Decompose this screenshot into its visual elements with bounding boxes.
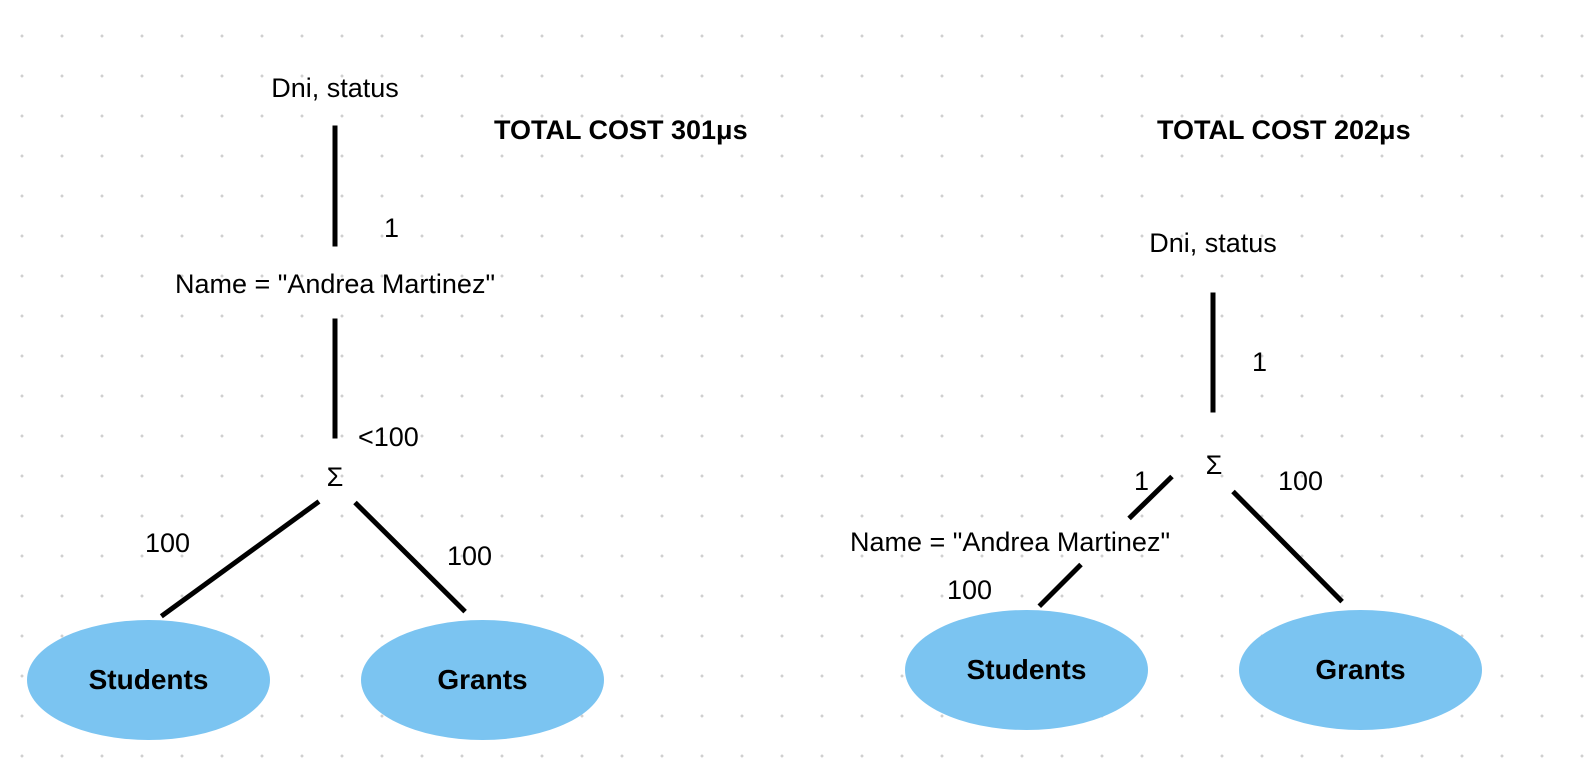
left-relation-grants-label: Grants xyxy=(437,664,528,695)
right-edge-projection-join xyxy=(1210,292,1216,412)
left-edge-projection-selection xyxy=(332,125,338,246)
right-relation-students: Students xyxy=(905,610,1148,730)
right-edge-join-grants xyxy=(1231,489,1344,603)
left-card-grants: 100 xyxy=(447,541,493,571)
right-join-symbol: Σ xyxy=(1205,450,1223,480)
left-relation-students: Students xyxy=(27,620,270,740)
left-selection-label: Name = "Andrea Martinez" xyxy=(174,269,496,299)
left-join-symbol: Σ xyxy=(326,462,344,492)
left-total-cost: TOTAL COST 301μs xyxy=(494,115,748,145)
right-total-cost: TOTAL COST 202μs xyxy=(1157,115,1411,145)
left-edge-selection-join xyxy=(332,318,338,438)
right-card-projection: 1 xyxy=(1252,347,1268,377)
left-card-students: 100 xyxy=(145,528,191,558)
right-card-students: 100 xyxy=(947,575,993,605)
right-card-selection: 1 xyxy=(1134,466,1150,496)
right-selection-label: Name = "Andrea Martinez" xyxy=(849,527,1171,557)
right-card-grants: 100 xyxy=(1278,466,1324,496)
right-relation-students-label: Students xyxy=(966,654,1087,685)
right-relation-grants-label: Grants xyxy=(1315,654,1406,685)
right-projection-label: Dni, status xyxy=(1149,228,1277,258)
left-relation-students-label: Students xyxy=(88,664,209,695)
right-relation-grants: Grants xyxy=(1239,610,1482,730)
left-card-join: <100 xyxy=(358,422,419,452)
left-projection-label: Dni, status xyxy=(271,73,399,103)
left-edge-join-students xyxy=(159,498,321,619)
left-relation-grants: Grants xyxy=(361,620,604,740)
left-card-projection: 1 xyxy=(384,213,400,243)
right-edge-selection-students xyxy=(1037,562,1083,608)
